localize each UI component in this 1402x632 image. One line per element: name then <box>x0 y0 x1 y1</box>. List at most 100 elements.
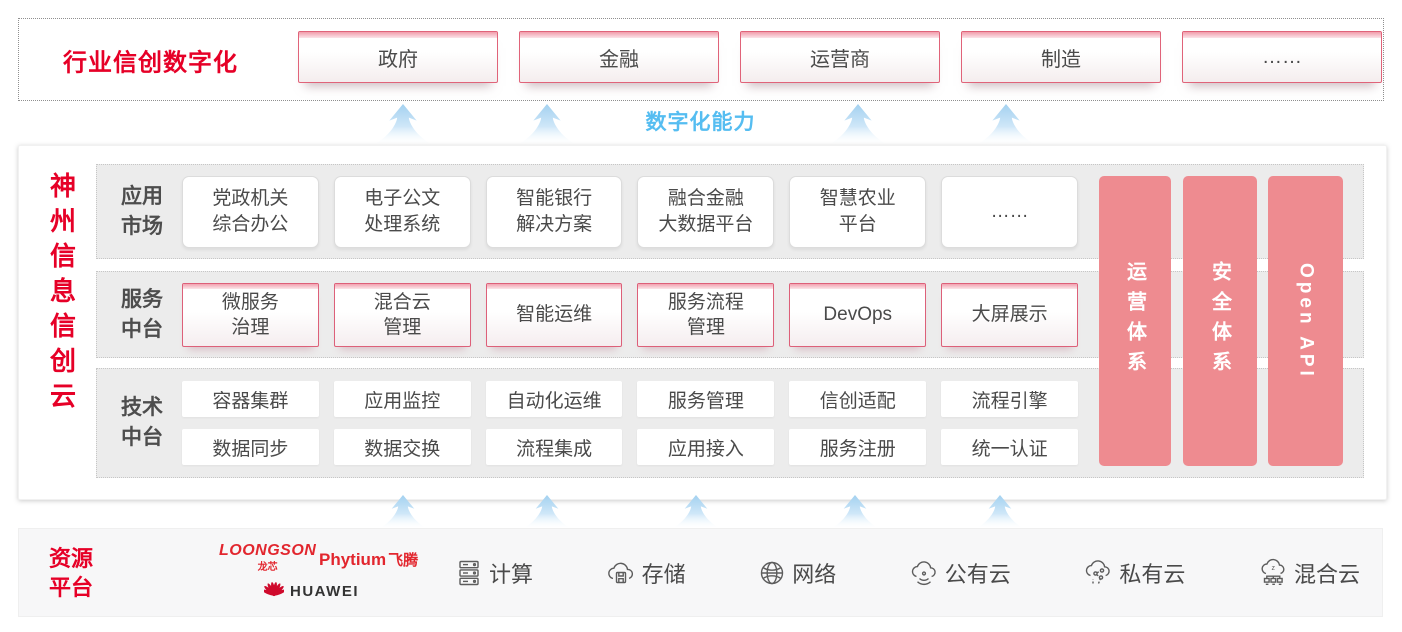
tech-box: 流程集成 <box>485 429 623 465</box>
tech-box: 信创适配 <box>789 381 927 417</box>
app-market-grid: 党政机关综合办公 电子公文处理系统 智能银行解决方案 融合金融大数据平台 智慧农… <box>182 165 1078 258</box>
phytium-wordmark: Phytium <box>319 550 387 569</box>
up-arrow-icon <box>976 104 1036 145</box>
public-cloud-icon <box>908 558 940 588</box>
service-box-line: 混合云 <box>373 291 431 313</box>
service-box: 智能运维 <box>485 282 623 347</box>
industry-box-more: …… <box>1182 31 1382 83</box>
resource-item-storage: 存储 <box>605 557 686 589</box>
app-box: 党政机关综合办公 <box>182 175 319 248</box>
up-arrow-icon <box>671 495 721 529</box>
resource-item-private-cloud: 私有云 <box>1082 557 1185 589</box>
service-box: 服务流程管理 <box>637 282 775 347</box>
digital-capability-label: 数字化能力 <box>645 111 756 134</box>
app-box-line: 平台 <box>838 213 877 235</box>
tech-box: 服务管理 <box>637 381 775 417</box>
industry-list: 政府 金融 运营商 制造 …… <box>298 31 1382 83</box>
app-box: 智慧农业平台 <box>789 175 927 248</box>
industry-label: 制造 <box>1041 48 1081 71</box>
industry-label: 政府 <box>378 48 418 71</box>
side-bar-operation-system: 运营体系 <box>1099 176 1171 466</box>
up-arrow-icon <box>522 495 572 529</box>
network-globe-icon <box>757 558 787 588</box>
huawei-wordmark: HUAWEI <box>290 583 359 600</box>
service-box-line: DevOps <box>823 304 893 325</box>
resource-item-label: 公有云 <box>944 561 1011 587</box>
resource-item-label: 网络 <box>792 561 837 587</box>
resource-item-compute: 计算 <box>454 557 533 589</box>
phytium-cn-label: 飞腾 <box>388 552 419 569</box>
huawei-flower-icon <box>261 579 287 604</box>
tech-box: 流程引擎 <box>941 381 1078 417</box>
tech-box: 数据交换 <box>333 429 471 465</box>
app-box-line: 解决方案 <box>516 213 593 235</box>
industry-label: 运营商 <box>810 48 870 71</box>
side-bar-open-api: Open API <box>1268 176 1343 466</box>
tech-box: 应用接入 <box>637 429 775 465</box>
service-box-line: 治理 <box>231 316 270 338</box>
svg-text:z: z <box>1271 565 1275 572</box>
service-box: 微服务治理 <box>182 282 319 347</box>
side-bar-security-system: 安全体系 <box>1183 176 1257 466</box>
resource-items: 计算 存储 网络 <box>454 529 1360 616</box>
service-platform-panel: 服务 中台 微服务治理 混合云管理 智能运维 服务流程管理 DevOps 大屏展… <box>96 271 1364 358</box>
tech-grid: 容器集群 应用监控 自动化运维 服务管理 信创适配 流程引擎 数据同步 数据交换… <box>182 369 1078 477</box>
row-label-line: 中台 <box>121 317 163 341</box>
resource-platform-title: 资源 平台 <box>49 544 93 602</box>
service-box-line: 管理 <box>686 316 725 338</box>
phytium-logo: Phytium 飞腾 <box>319 549 418 570</box>
resource-item-label: 私有云 <box>1119 561 1186 587</box>
app-box-line: 处理系统 <box>364 213 441 235</box>
app-box-line: 融合金融 <box>667 187 744 209</box>
loongson-cn-label: 龙芯 <box>257 562 278 573</box>
industry-box-manufacturing: 制造 <box>961 31 1161 83</box>
platform-title: 神州信息信创云 <box>46 172 77 417</box>
resource-item-hybrid-cloud: z 混合云 <box>1257 557 1360 589</box>
up-arrow-icon <box>830 495 880 529</box>
tech-box: 自动化运维 <box>485 381 623 417</box>
resource-title-line: 平台 <box>49 574 94 600</box>
row-label-line: 应用 <box>121 184 163 208</box>
up-arrow-icon <box>975 495 1025 529</box>
up-arrow-icon <box>517 104 577 145</box>
service-box: 大屏展示 <box>941 282 1078 347</box>
service-box-line: 大屏展示 <box>971 304 1048 325</box>
storage-cloud-icon <box>605 558 637 588</box>
service-grid: 微服务治理 混合云管理 智能运维 服务流程管理 DevOps 大屏展示 <box>182 272 1078 357</box>
tech-box: 数据同步 <box>182 429 319 465</box>
industry-box-government: 政府 <box>298 31 498 83</box>
up-arrow-icon <box>373 104 433 145</box>
hybrid-cloud-icon: z <box>1257 558 1289 588</box>
tech-box: 应用监控 <box>333 381 471 417</box>
resource-title-line: 资源 <box>49 545 94 571</box>
industry-label: …… <box>1262 45 1302 68</box>
server-icon <box>454 558 484 588</box>
tech-platform-panel: 技术 中台 容器集群 应用监控 自动化运维 服务管理 信创适配 流程引擎 数据同… <box>96 368 1364 478</box>
resource-item-label: 计算 <box>489 561 534 587</box>
app-box-line: 大数据平台 <box>658 213 754 235</box>
app-box-line: 智能银行 <box>516 187 593 209</box>
app-box: 智能银行解决方案 <box>485 175 623 248</box>
app-market-panel: 应用 市场 党政机关综合办公 电子公文处理系统 智能银行解决方案 融合金融大数据… <box>96 164 1364 259</box>
industry-box-operator: 运营商 <box>740 31 940 83</box>
loongson-logo: LOONGSON 龙芯 <box>219 542 316 573</box>
row-label-line: 技术 <box>121 396 163 419</box>
app-box-line: 电子公文 <box>364 187 441 209</box>
tech-box: 统一认证 <box>941 429 1078 465</box>
row-label-line: 中台 <box>121 426 163 449</box>
resource-item-network: 网络 <box>757 557 836 589</box>
app-box-line: 党政机关 <box>212 187 289 209</box>
app-box-line: 智慧农业 <box>819 187 896 209</box>
app-box: 电子公文处理系统 <box>333 175 471 248</box>
industry-banner-title: 行业信创数字化 <box>63 49 238 76</box>
loongson-wordmark: LOONGSON <box>219 542 317 559</box>
platform-card: 神州信息信创云 应用 市场 党政机关综合办公 电子公文处理系统 智能银行解决方案… <box>18 145 1387 500</box>
industry-box-finance: 金融 <box>519 31 719 83</box>
resource-item-label: 混合云 <box>1293 561 1360 587</box>
app-box: 融合金融大数据平台 <box>637 175 775 248</box>
app-box-more: …… <box>941 175 1078 248</box>
service-box: DevOps <box>789 282 927 347</box>
row-label-app-market: 应用 市场 <box>113 182 171 242</box>
huawei-logo: HUAWEI <box>261 579 359 604</box>
service-box-line: 微服务 <box>221 291 279 313</box>
